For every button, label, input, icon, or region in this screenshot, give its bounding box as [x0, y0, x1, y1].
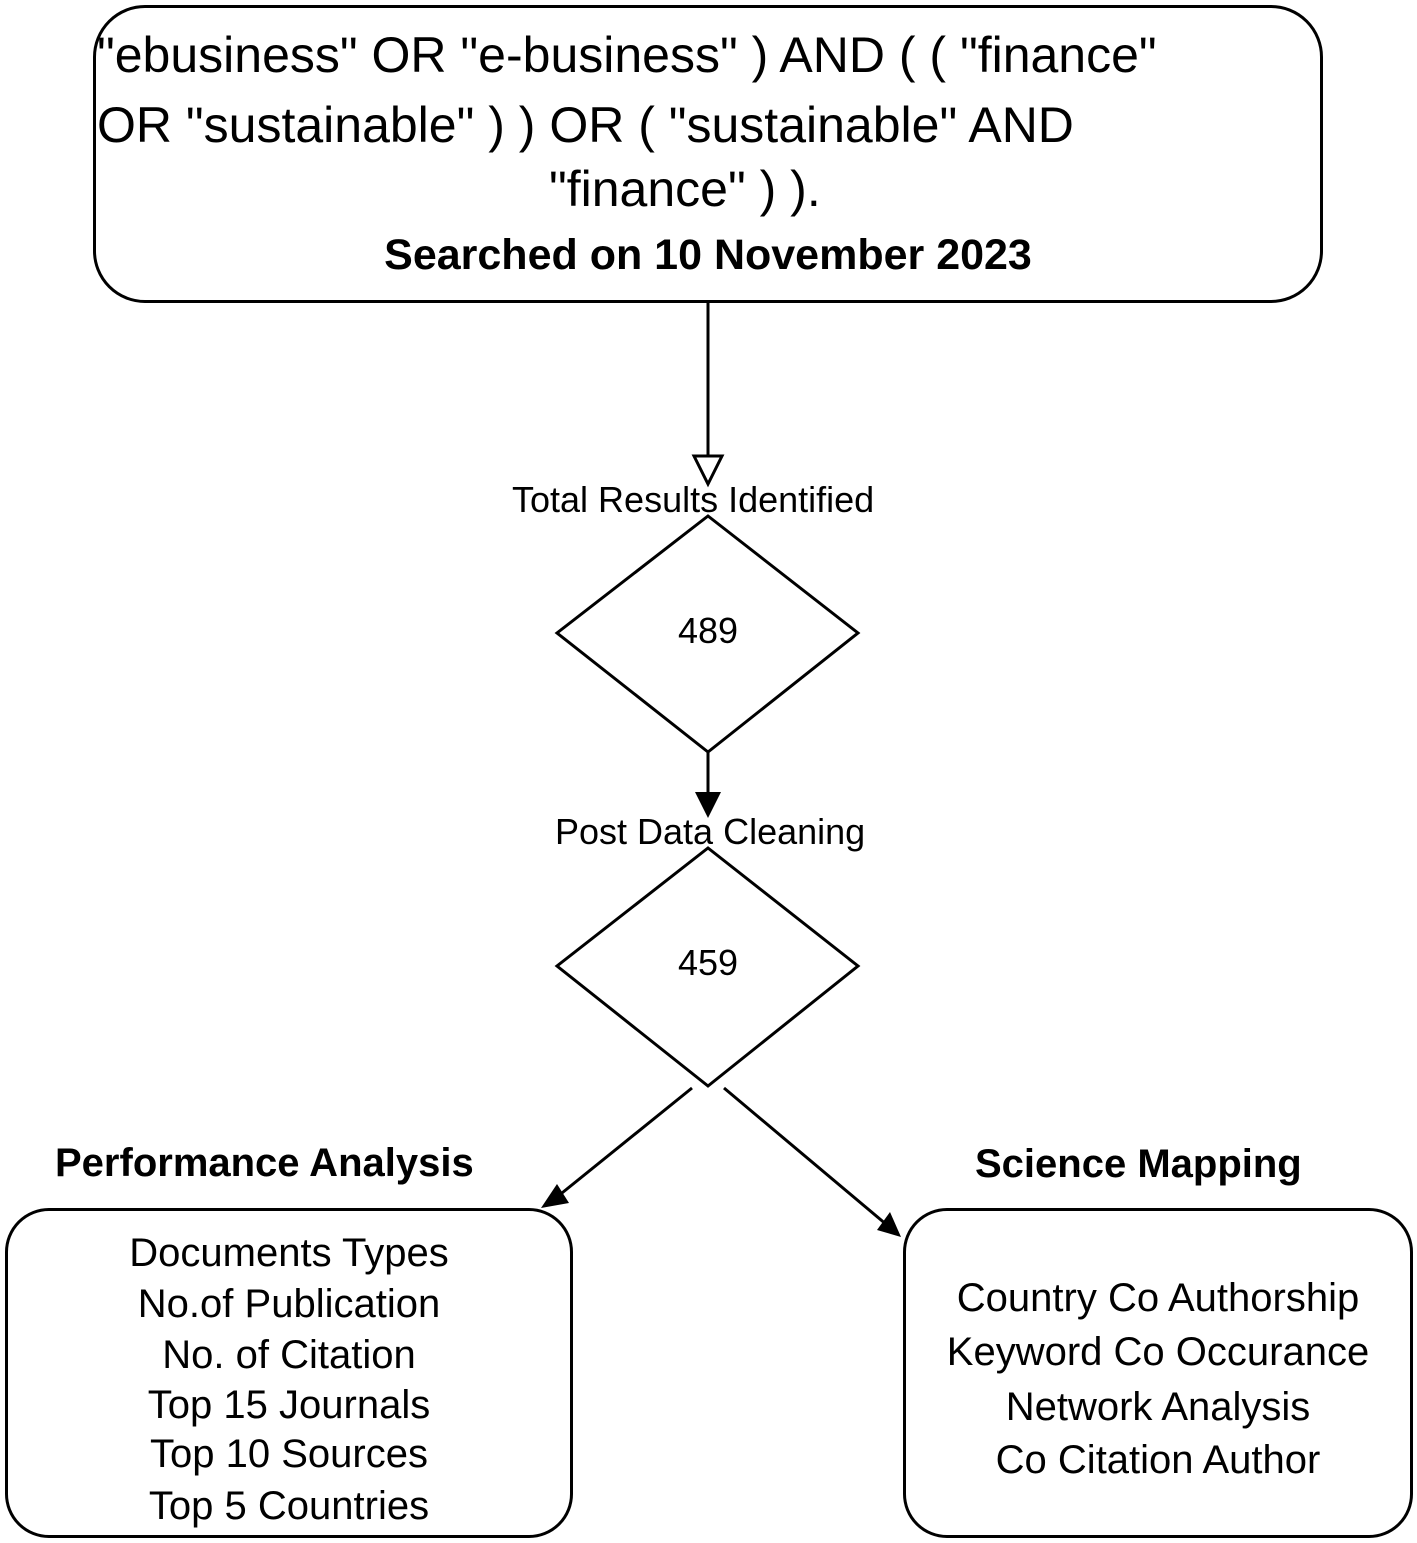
connector-to-performance-analysis — [556, 1086, 693, 1199]
filled-arrowhead — [541, 1184, 569, 1208]
search-query-box — [93, 5, 1323, 303]
list-item: No.of Publication — [137, 1282, 441, 1326]
list-item: Top 10 Sources — [150, 1432, 428, 1476]
search-date: Searched on 10 November 2023 — [384, 231, 1032, 279]
filled-arrowhead — [877, 1212, 901, 1237]
hollow-arrowhead — [691, 454, 725, 488]
list-item: Country Co Authorship — [956, 1276, 1360, 1320]
stage-label-post-cleaning: Post Data Cleaning — [555, 811, 866, 852]
count-post-cleaning: 459 — [677, 942, 739, 983]
list-item: Documents Types — [129, 1231, 449, 1275]
performance-analysis-box: Documents Types No.of Publication No. of… — [5, 1208, 573, 1538]
stage-label-total-results: Total Results Identified — [512, 479, 875, 520]
query-line-1: "ebusiness" OR "e-business" ) AND ( ( "f… — [97, 27, 1157, 83]
query-line-3: "finance" ) ). — [549, 161, 821, 217]
connector-to-science-mapping — [723, 1086, 888, 1227]
count-total-results: 489 — [677, 610, 739, 651]
list-item: Top 15 Journals — [147, 1383, 431, 1427]
performance-analysis-title: Performance Analysis — [55, 1141, 474, 1185]
science-mapping-box: Country Co Authorship Keyword Co Occuran… — [903, 1208, 1413, 1538]
list-item: Top 5 Countries — [148, 1484, 430, 1528]
list-item: No. of Citation — [162, 1333, 416, 1377]
list-item: Keyword Co Occurance — [946, 1330, 1370, 1374]
science-mapping-title: Science Mapping — [975, 1142, 1302, 1186]
list-item: Network Analysis — [1005, 1385, 1311, 1429]
list-item: Co Citation Author — [995, 1438, 1321, 1482]
query-line-2: OR "sustainable" ) ) OR ( "sustainable" … — [97, 97, 1074, 153]
decision-diamond-post-cleaning — [554, 846, 861, 1088]
filled-arrowhead — [695, 792, 721, 818]
